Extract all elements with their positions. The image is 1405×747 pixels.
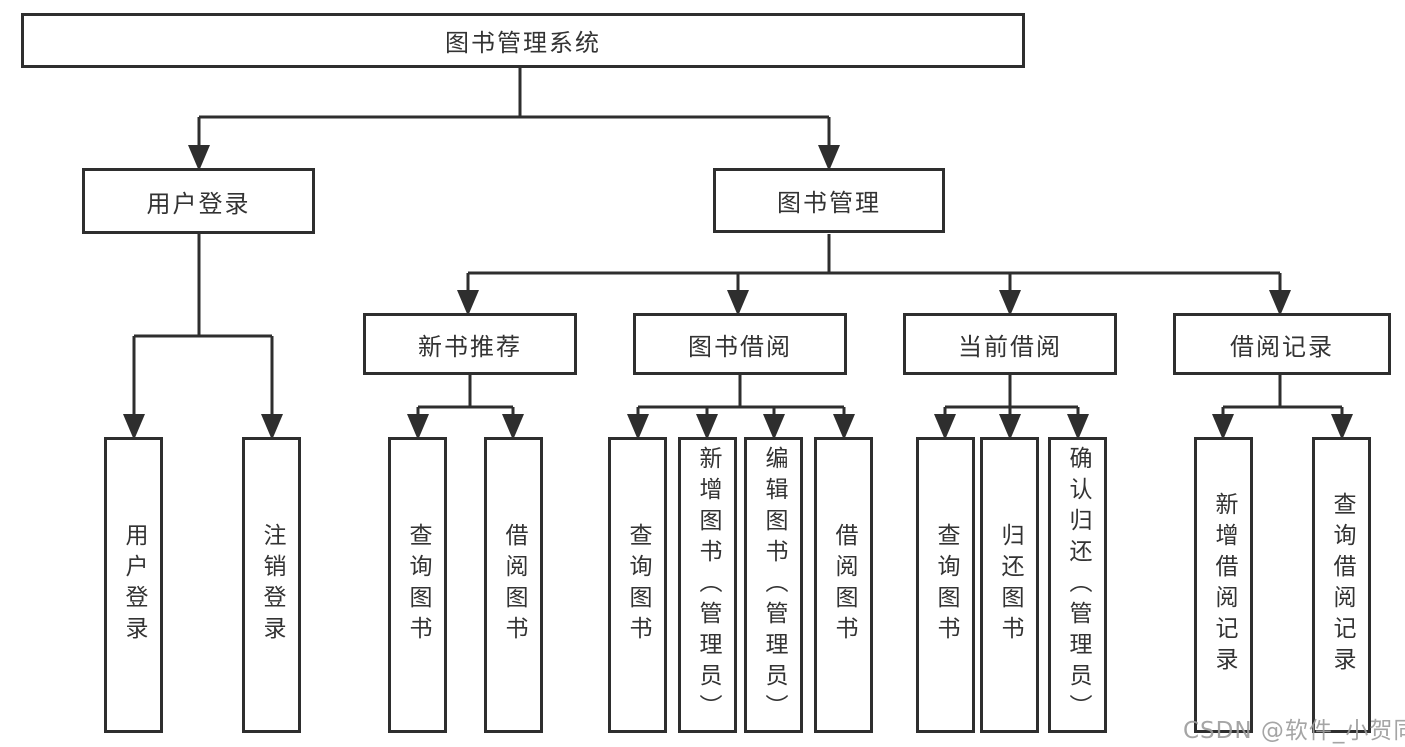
leaf-recommend-borrow-books: 借阅图书 — [484, 437, 543, 733]
leaf-records-query-record: 查询借阅记录 — [1312, 437, 1371, 733]
leaf-user-login-label: 用户登录 — [121, 523, 147, 647]
leaf-recommend-query-books-label: 查询图书 — [405, 523, 431, 647]
leaf-borrow-borrow-books-label: 借阅图书 — [831, 523, 857, 647]
leaf-user-login: 用户登录 — [104, 437, 163, 733]
leaf-logout: 注销登录 — [242, 437, 301, 733]
leaf-borrow-borrow-books: 借阅图书 — [814, 437, 873, 733]
leaf-borrow-add-books-admin-label: 新增图书（管理员） — [695, 445, 721, 725]
node-book-management-label: 图书管理 — [777, 189, 881, 217]
node-new-book-recommend: 新书推荐 — [363, 313, 577, 375]
leaf-records-query-record-label: 查询借阅记录 — [1329, 492, 1355, 678]
leaf-recommend-query-books: 查询图书 — [388, 437, 447, 733]
node-root: 图书管理系统 — [21, 13, 1025, 68]
node-current-borrowing: 当前借阅 — [903, 313, 1117, 375]
node-new-book-recommend-label: 新书推荐 — [418, 332, 522, 361]
leaf-current-confirm-return-admin-label: 确认归还（管理员） — [1065, 445, 1091, 725]
leaf-current-query-books: 查询图书 — [916, 437, 975, 733]
leaf-current-return-books-label: 归还图书 — [997, 523, 1023, 647]
node-user-login: 用户登录 — [82, 168, 315, 234]
leaf-records-add-record: 新增借阅记录 — [1194, 437, 1253, 733]
leaf-current-return-books: 归还图书 — [980, 437, 1039, 733]
leaf-records-add-record-label: 新增借阅记录 — [1211, 492, 1237, 678]
node-book-borrowing-label: 图书借阅 — [688, 332, 792, 361]
node-user-login-label: 用户登录 — [146, 189, 251, 218]
leaf-borrow-edit-books-admin-label: 编辑图书（管理员） — [761, 445, 787, 725]
leaf-current-confirm-return-admin: 确认归还（管理员） — [1048, 437, 1107, 733]
node-borrowing-records-label: 借阅记录 — [1230, 332, 1334, 361]
node-borrowing-records: 借阅记录 — [1173, 313, 1391, 375]
node-root-label: 图书管理系统 — [445, 29, 601, 57]
leaf-borrow-add-books-admin: 新增图书（管理员） — [678, 437, 737, 733]
leaf-borrow-query-books: 查询图书 — [608, 437, 667, 733]
node-book-management: 图书管理 — [713, 168, 945, 233]
leaf-logout-label: 注销登录 — [259, 523, 285, 647]
node-book-borrowing: 图书借阅 — [633, 313, 847, 375]
node-current-borrowing-label: 当前借阅 — [958, 332, 1062, 361]
leaf-current-query-books-label: 查询图书 — [933, 523, 959, 647]
leaf-recommend-borrow-books-label: 借阅图书 — [501, 523, 527, 647]
leaf-borrow-query-books-label: 查询图书 — [625, 523, 651, 647]
leaf-borrow-edit-books-admin: 编辑图书（管理员） — [744, 437, 803, 733]
watermark: CSDN @软件_小贺同学 — [1183, 718, 1405, 744]
